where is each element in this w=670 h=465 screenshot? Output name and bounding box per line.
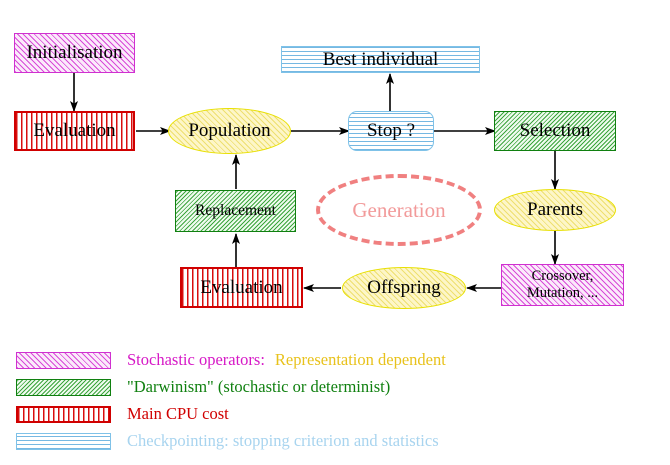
node-stop[interactable]: Stop ? — [348, 111, 434, 151]
legend-row-darwinism: "Darwinism" (stochastic or determinist) — [16, 377, 390, 397]
legend-row-main-cpu-cost: Main CPU cost — [16, 404, 229, 424]
node-evaluation-top[interactable]: Evaluation — [14, 111, 135, 151]
legend-label-darwinism: "Darwinism" (stochastic or determinist) — [127, 377, 391, 396]
legend-label-representation-dependent: Representation dependent — [274, 350, 446, 369]
node-population-label: Population — [188, 120, 271, 142]
legend-swatch-red-hatch — [16, 405, 111, 423]
node-parents-label: Parents — [527, 199, 583, 221]
node-best-individual[interactable]: Best individual — [281, 46, 480, 73]
node-offspring[interactable]: Offspring — [342, 267, 466, 309]
legend-row-stochastic-operators: Stochastic operators: Representation dep… — [16, 350, 446, 370]
node-initialisation-label: Initialisation — [26, 42, 123, 64]
legend-label-checkpointing: Checkpointing: stopping criterion and st… — [127, 431, 439, 450]
node-evaluation-bottom-label: Evaluation — [200, 276, 283, 298]
legend-swatch-blue-hatch — [16, 432, 111, 450]
node-selection[interactable]: Selection — [494, 111, 616, 151]
node-offspring-label: Offspring — [367, 277, 441, 299]
legend-row-checkpointing: Checkpointing: stopping criterion and st… — [16, 431, 439, 451]
node-parents[interactable]: Parents — [494, 189, 616, 231]
node-crossover-mutation[interactable]: Crossover, Mutation, ... — [501, 264, 624, 306]
node-crossover-mutation-label: Crossover, Mutation, ... — [526, 268, 599, 301]
node-selection-label: Selection — [519, 120, 591, 142]
node-best-individual-label: Best individual — [322, 48, 439, 70]
node-initialisation[interactable]: Initialisation — [14, 33, 135, 73]
node-population[interactable]: Population — [168, 108, 291, 154]
node-generation-label: Generation — [352, 197, 446, 222]
legend-swatch-green-hatch — [16, 378, 111, 396]
node-evaluation-top-label: Evaluation — [33, 120, 116, 142]
legend-label-stochastic-operators: Stochastic operators: — [127, 350, 265, 369]
legend-swatch-magenta-hatch — [16, 351, 111, 369]
node-replacement-label: Replacement — [195, 202, 276, 220]
node-replacement[interactable]: Replacement — [175, 190, 296, 232]
node-generation-marker: Generation — [316, 174, 482, 246]
node-evaluation-bottom[interactable]: Evaluation — [180, 267, 303, 308]
node-stop-label: Stop ? — [366, 120, 416, 142]
legend-label-main-cpu-cost: Main CPU cost — [127, 404, 229, 423]
